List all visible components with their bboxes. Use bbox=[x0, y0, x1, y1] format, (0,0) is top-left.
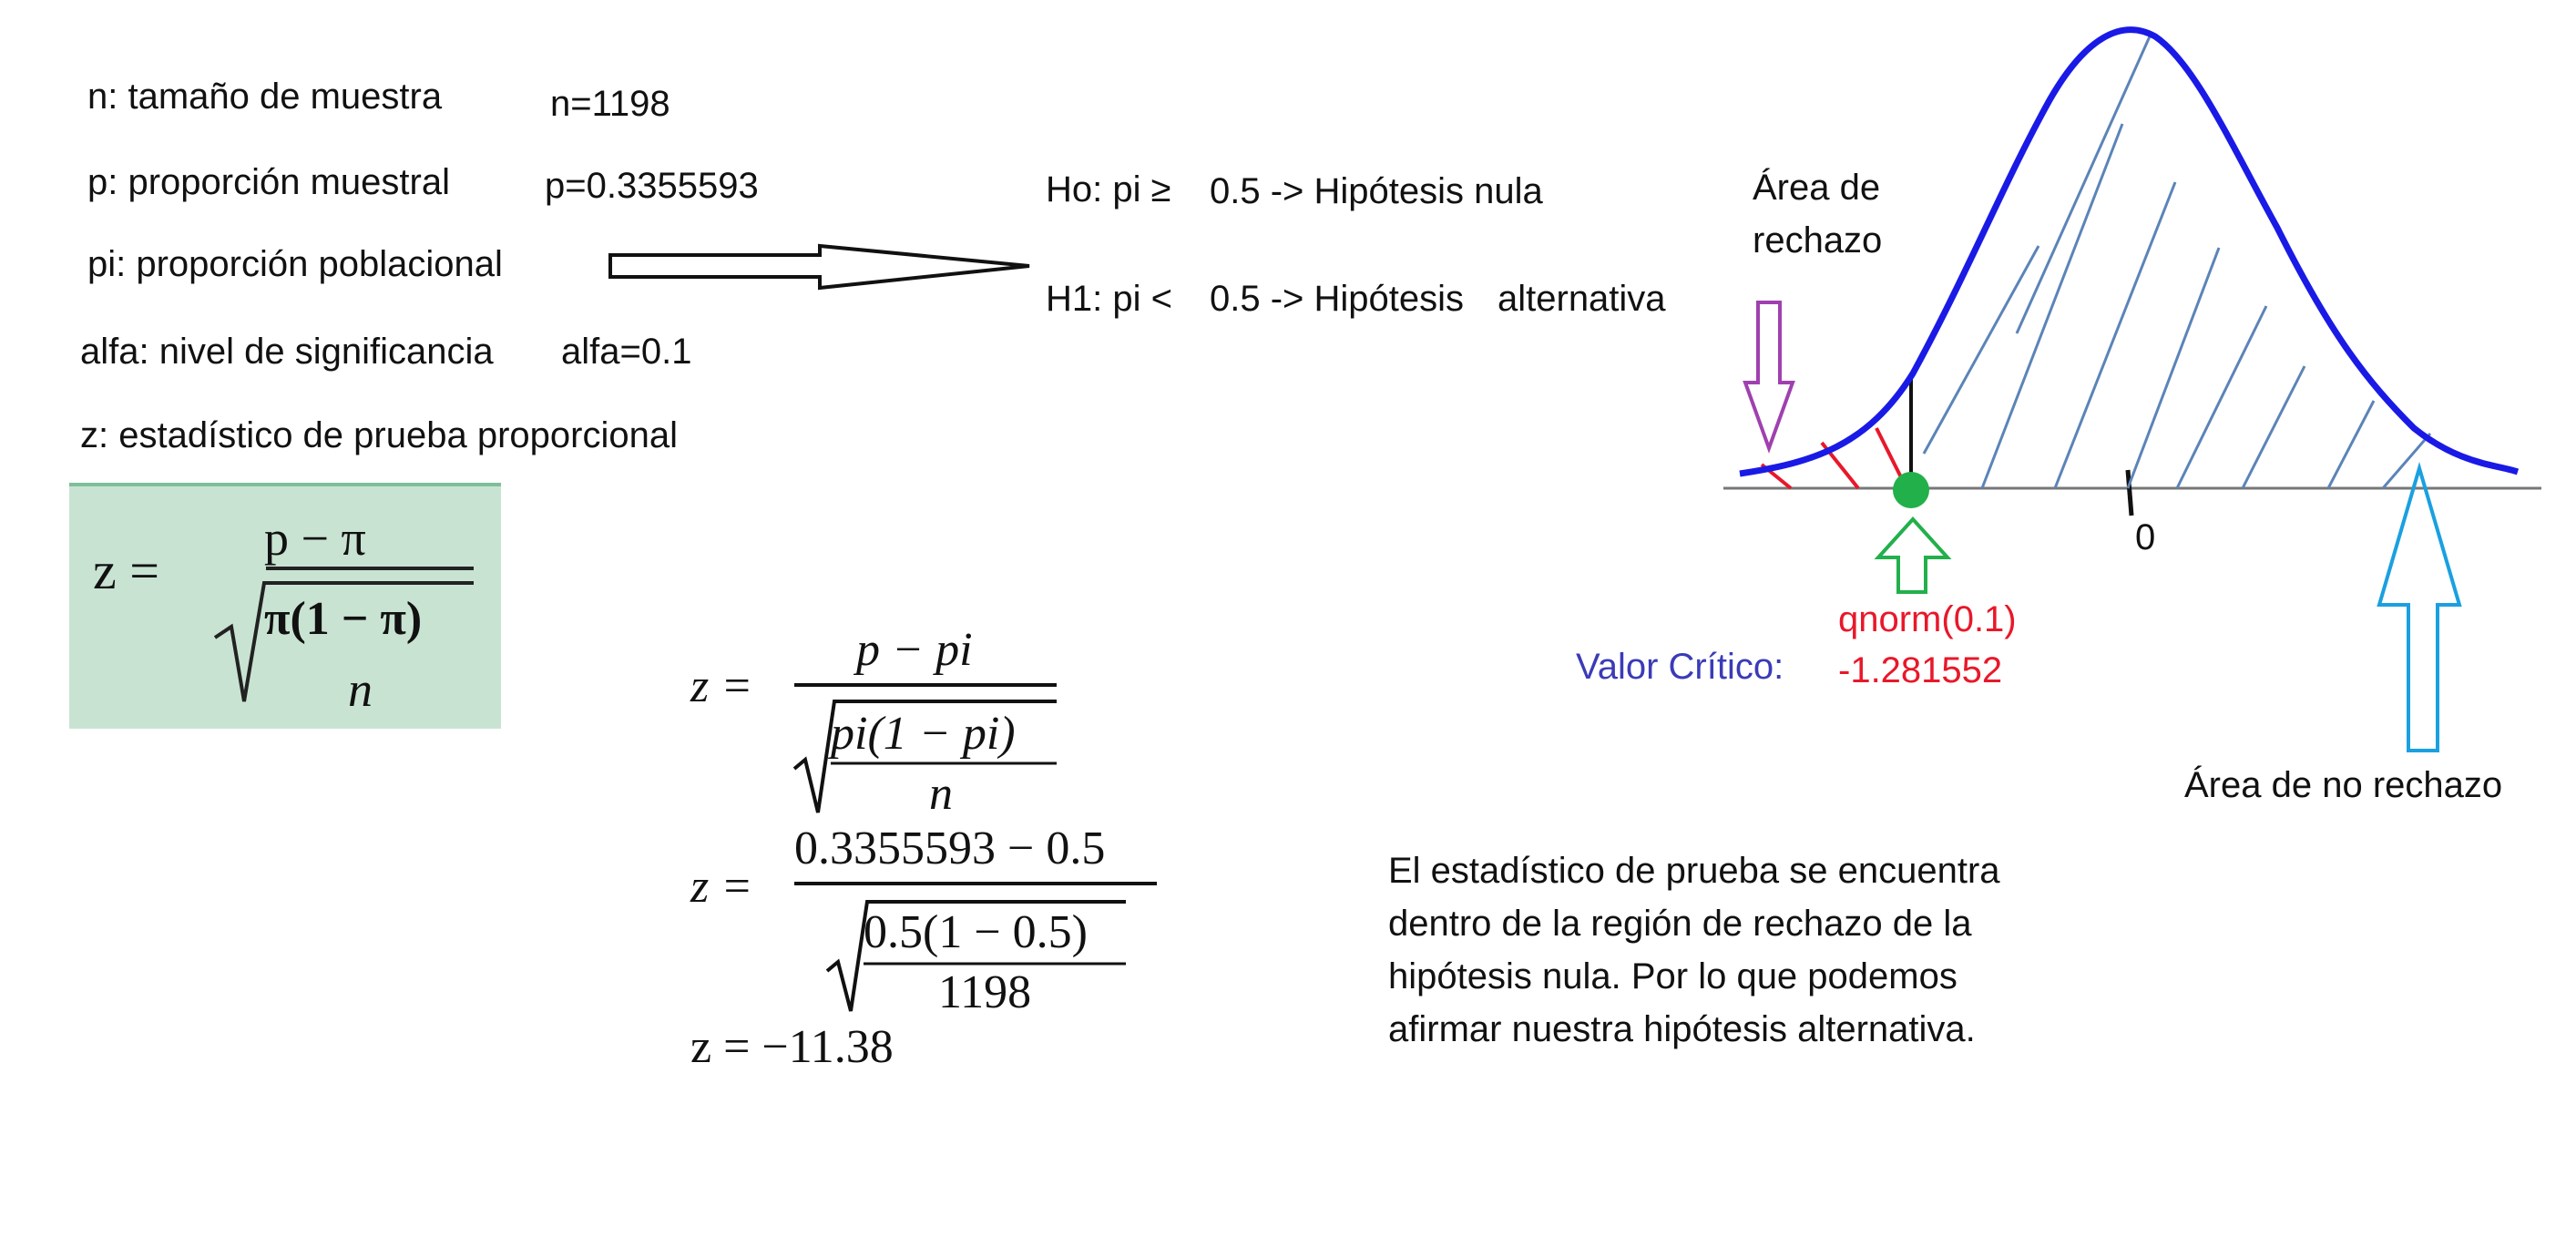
h0-text: 0.5 -> Hipótesis nula bbox=[1210, 171, 1543, 211]
definition-pi-label: pi: proporción poblacional bbox=[87, 244, 503, 284]
definition-n-label: n: tamaño de muestra bbox=[87, 77, 443, 117]
definition-p-label: p: proporción muestral bbox=[87, 162, 450, 202]
formula-image: z = p − π π(1 − π) n bbox=[69, 483, 501, 729]
calc-line1-radicand-top: pi(1 − pi) bbox=[831, 708, 1016, 760]
normal-curve bbox=[1739, 26, 2520, 477]
hypothesis-arrow bbox=[608, 243, 1030, 291]
conclusion-line-1: El estadístico de prueba se encuentra bbox=[1388, 851, 2000, 891]
definition-n-value: n=1198 bbox=[550, 84, 670, 124]
qnorm-label: qnorm(0.1) bbox=[1838, 599, 2017, 639]
definition-alfa-label: alfa: nivel de significancia bbox=[80, 332, 494, 372]
calc-result: z = −11.38 bbox=[690, 1021, 894, 1073]
critical-label: Valor Crítico: bbox=[1576, 647, 1784, 687]
critical-point bbox=[1893, 472, 1929, 508]
zero-label: 0 bbox=[2135, 517, 2156, 557]
conclusion-line-3: hipótesis nula. Por lo que podemos bbox=[1388, 956, 1958, 996]
definition-p-value: p=0.3355593 bbox=[545, 166, 759, 206]
h1-suffix: alternativa bbox=[1498, 279, 1666, 319]
rejection-label-1: Área de bbox=[1753, 168, 1881, 208]
formula-radicand-bottom: n bbox=[348, 662, 373, 717]
h1-text: 0.5 -> Hipótesis bbox=[1210, 279, 1465, 319]
critical-value: -1.281552 bbox=[1838, 650, 2003, 690]
definition-z-label: z: estadístico de prueba proporcional bbox=[80, 415, 678, 455]
calc-line1-lhs: z = bbox=[690, 660, 753, 712]
purple-arrow bbox=[1743, 301, 1795, 454]
rejection-hatch bbox=[1760, 427, 1904, 490]
h0-prefix: Ho: pi ≥ bbox=[1046, 169, 1171, 210]
formula-numerator: p − π bbox=[264, 511, 366, 566]
calc-line2-numerator: 0.3355593 − 0.5 bbox=[794, 823, 1106, 874]
formula-radicand-top: π(1 − π) bbox=[264, 593, 423, 645]
cyan-arrow bbox=[2377, 461, 2462, 752]
calc-line2-lhs: z = bbox=[690, 861, 753, 913]
calc-line2-radicand-bottom: 1198 bbox=[938, 966, 1032, 1018]
conclusion-line-4: afirmar nuestra hipótesis alternativa. bbox=[1388, 1009, 1976, 1049]
rejection-label-2: rechazo bbox=[1753, 220, 1883, 261]
definition-alfa-value: alfa=0.1 bbox=[561, 332, 692, 372]
green-arrow bbox=[1874, 516, 1952, 594]
zero-tick bbox=[2125, 469, 2134, 516]
conclusion-line-2: dentro de la región de rechazo de la bbox=[1388, 904, 1972, 944]
formula-radical bbox=[213, 581, 474, 702]
calc-line1-radicand-bottom: n bbox=[929, 768, 953, 820]
h1-prefix: H1: pi < bbox=[1046, 279, 1172, 319]
calc-line1-numerator: p − pi bbox=[856, 624, 973, 676]
formula-z: z = bbox=[93, 541, 159, 600]
calc-line2-radicand-top: 0.5(1 − 0.5) bbox=[864, 906, 1088, 958]
calc2-radical bbox=[825, 900, 1126, 1012]
calc1-radical bbox=[792, 700, 1057, 813]
non-rejection-hatch bbox=[1922, 36, 2432, 489]
non-rejection-label: Área de no rechazo bbox=[2184, 765, 2503, 805]
